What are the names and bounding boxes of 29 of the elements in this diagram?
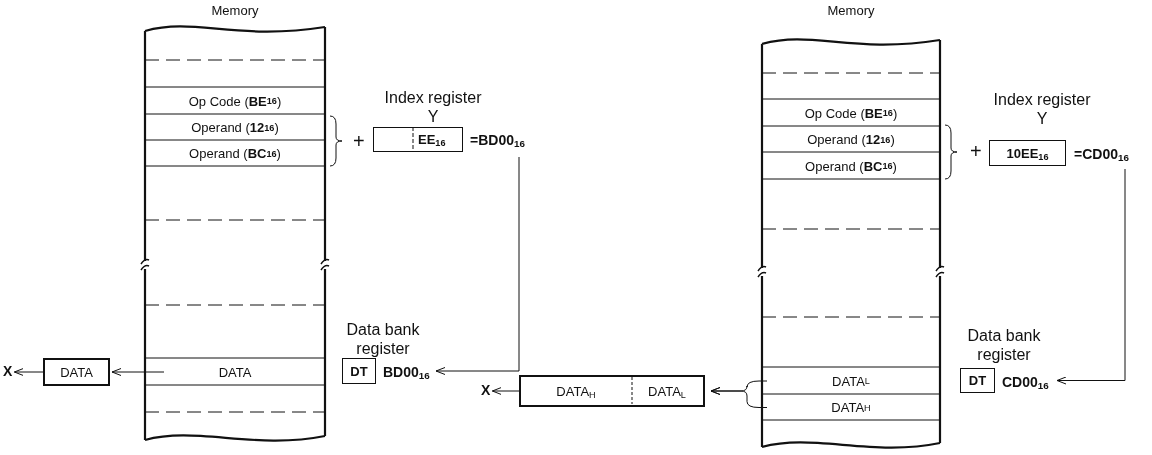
register-label: Data bank register — [966, 326, 1042, 364]
data-output-register — [519, 375, 705, 407]
register-value: CD00$_{16}$ — [1002, 374, 1049, 390]
index-register-box: EE$_{16}$ — [373, 127, 463, 152]
register-value: BD00$_{16}$ — [383, 364, 430, 380]
arrow — [111, 368, 165, 376]
plus-sign: + — [353, 131, 365, 151]
arrow — [1056, 168, 1126, 385]
register-label: Data bank register — [345, 320, 421, 358]
memory-label: Memory — [826, 3, 876, 18]
arrow — [491, 387, 520, 395]
register-half: DATA$_{L}$ — [647, 383, 687, 399]
data-output-register: DATA — [43, 358, 110, 386]
memory-cell: DATA — [142, 359, 328, 385]
arrow — [710, 387, 768, 408]
register-label: Index register Y — [992, 90, 1092, 128]
plus-sign: + — [970, 141, 982, 161]
register-label: Index register Y — [383, 88, 483, 126]
register-value: =CD00$_{16}$ — [1074, 146, 1129, 162]
arrow — [435, 156, 520, 375]
data-bank-register-box: DT — [960, 368, 995, 393]
destination-label: X — [481, 382, 491, 398]
arrow — [13, 368, 44, 376]
data-bank-register-box: DT — [342, 358, 376, 384]
destination-label: X — [3, 363, 13, 379]
memory-label: Memory — [210, 3, 260, 18]
index-register-box: 10EE$_{16}$ — [989, 140, 1066, 166]
register-half: DATA$_{H}$ — [555, 383, 597, 399]
register-value: =BD00$_{16}$ — [470, 132, 525, 148]
